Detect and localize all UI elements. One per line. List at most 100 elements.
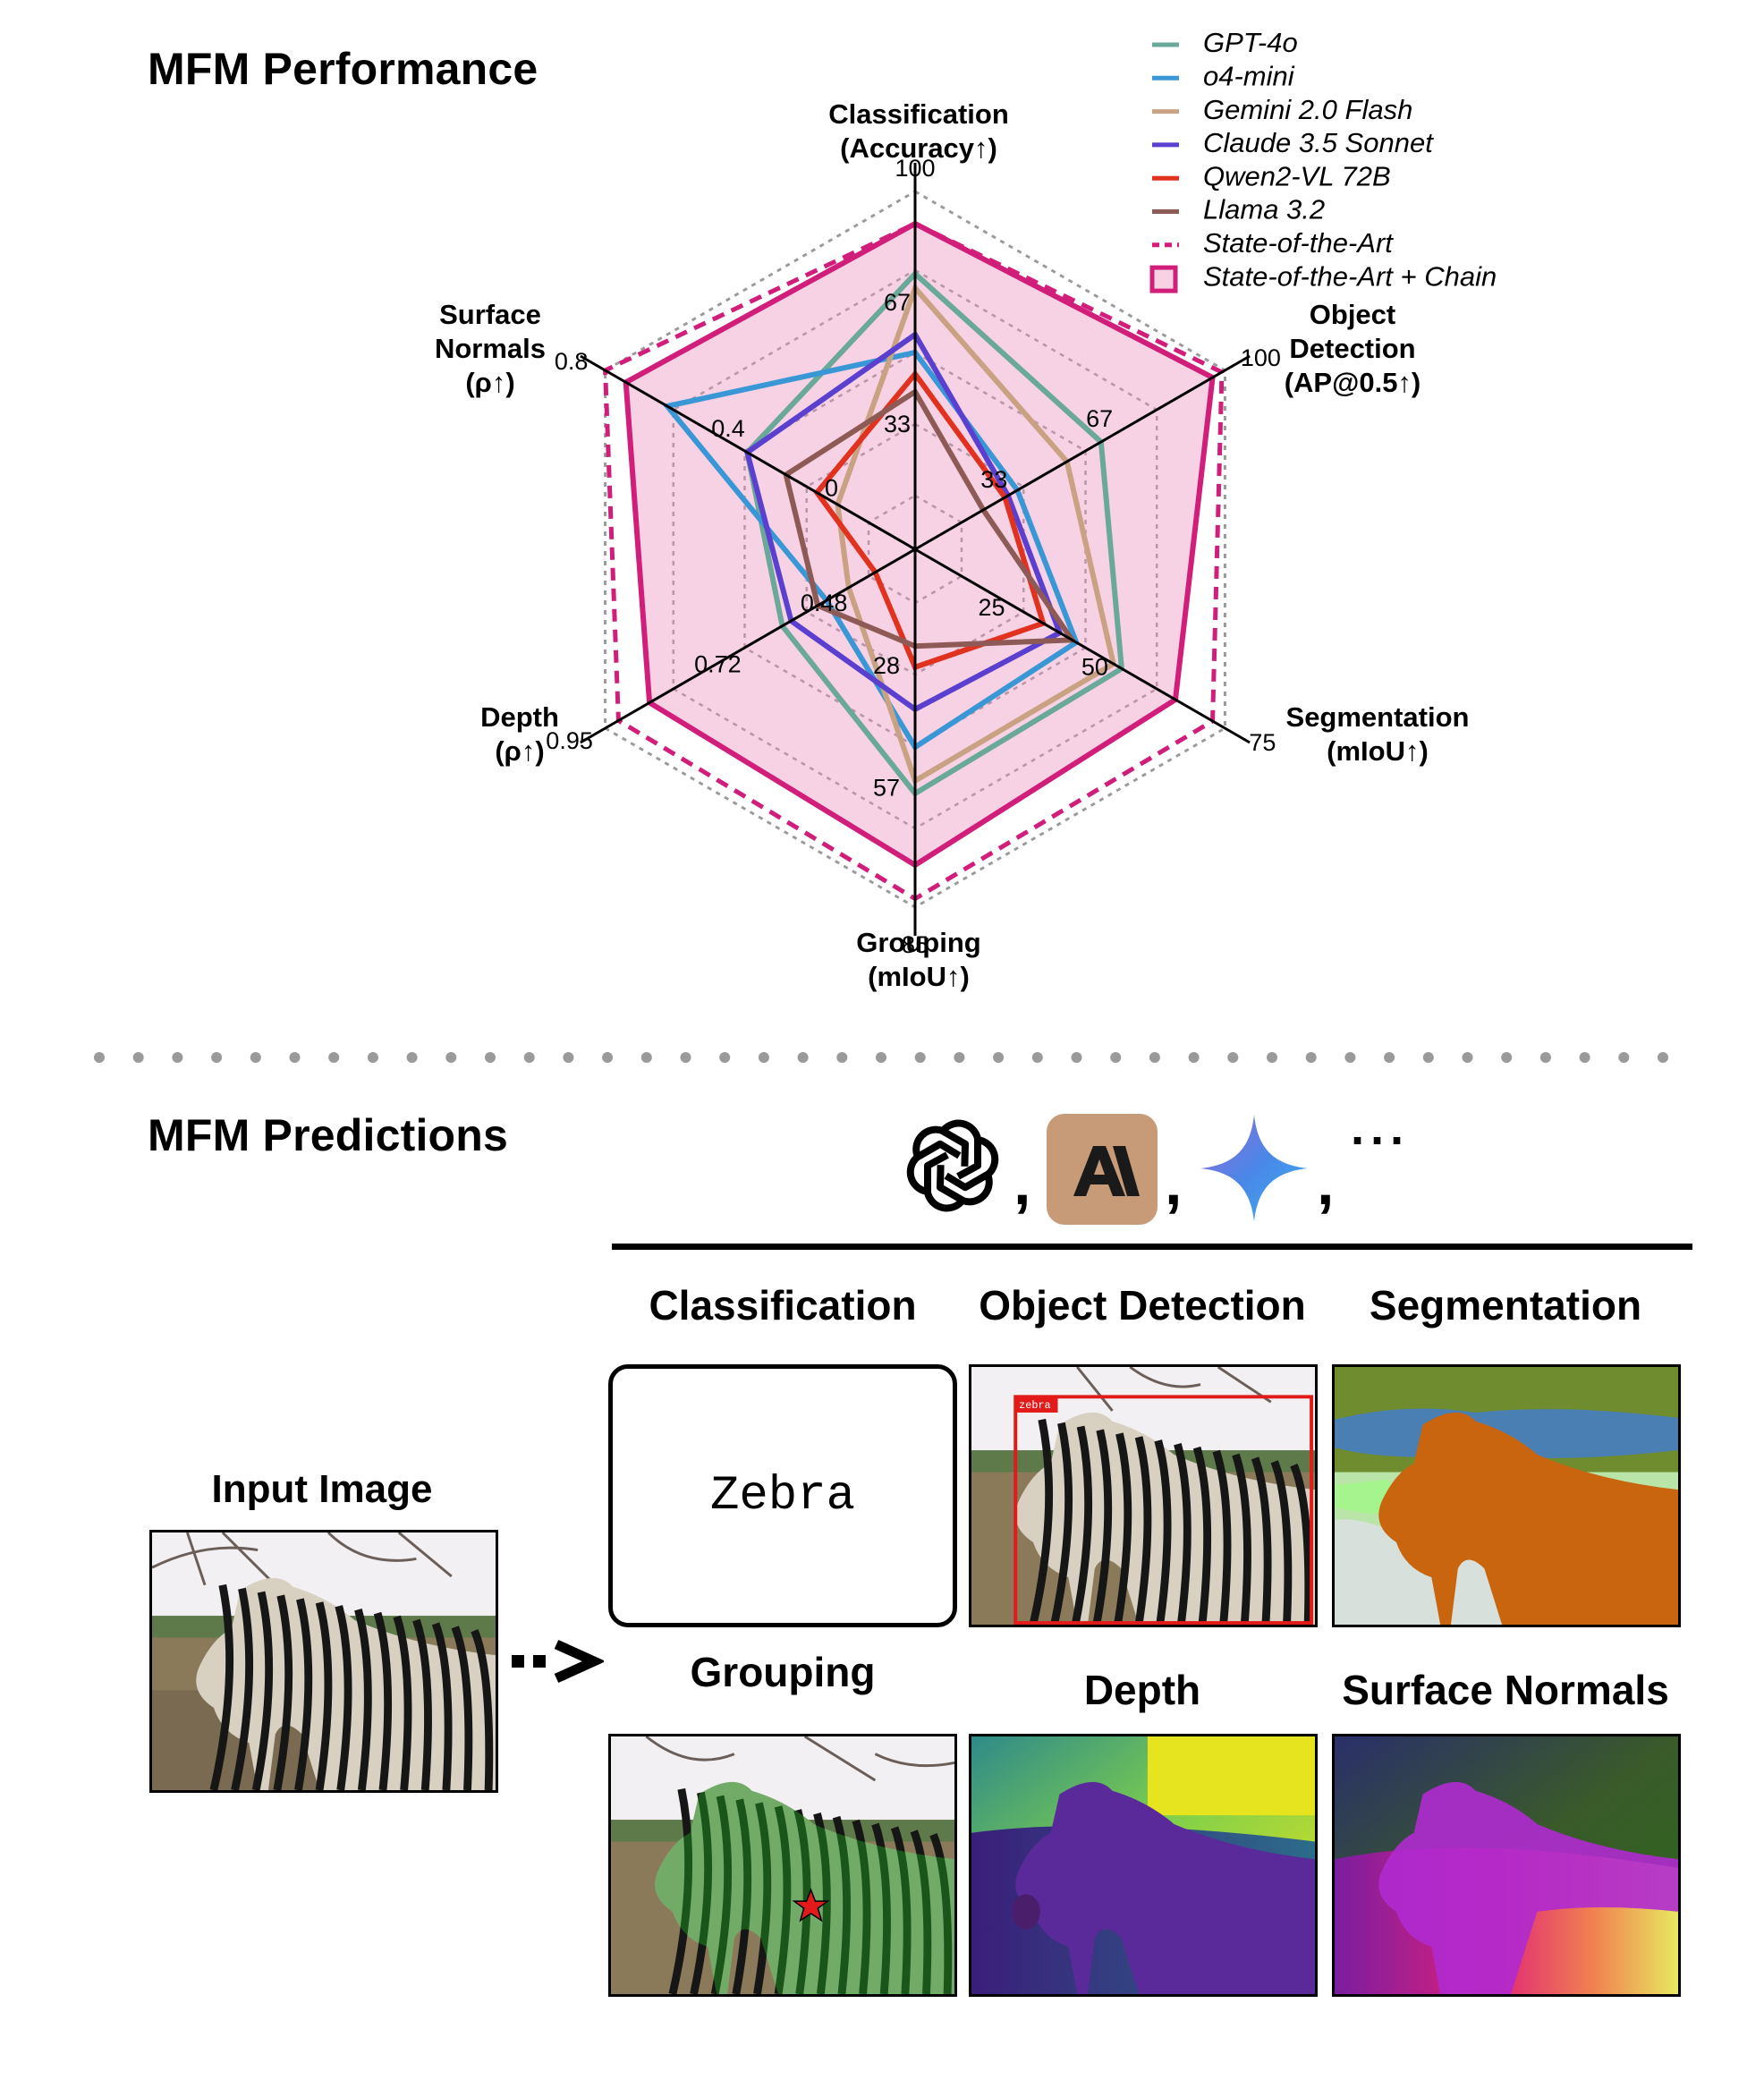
dotted-separator — [94, 1052, 1668, 1063]
depth-panel — [969, 1734, 1318, 1997]
ellipsis: ··· — [1351, 1114, 1410, 1167]
separator-dot — [1384, 1052, 1395, 1063]
separator-dot — [1071, 1052, 1082, 1063]
anthropic-icon — [1047, 1114, 1158, 1225]
separator-comma: , — [1317, 1148, 1335, 1218]
separator-dot — [367, 1052, 378, 1063]
legend-label: Llama 3.2 — [1203, 194, 1325, 225]
separator-dot — [602, 1052, 614, 1063]
depth-title: Depth — [1083, 1667, 1201, 1713]
axis-title-detection: (AP@0.5↑) — [1285, 367, 1421, 398]
openai-icon — [899, 1112, 1006, 1219]
legend-swatch — [1149, 265, 1178, 293]
separator-dot — [1031, 1052, 1043, 1063]
separator-dot — [876, 1052, 886, 1063]
arrow-icon — [510, 1639, 606, 1684]
axis-spoke — [914, 354, 1251, 551]
tick-label: 0.8 — [555, 348, 589, 375]
separator-dot — [211, 1052, 223, 1063]
separator-dot — [523, 1052, 535, 1063]
legend-label: State-of-the-Art + Chain — [1203, 260, 1497, 292]
axis-title-normals: (ρ↑) — [465, 367, 514, 398]
tick-label: 100 — [1241, 344, 1281, 371]
performance-title: MFM Performance — [148, 44, 539, 94]
axis-title-depth: Depth — [480, 701, 559, 733]
separator-dot — [797, 1052, 809, 1063]
axis-title-detection: Detection — [1289, 333, 1415, 364]
detection-box-label: zebra — [1019, 1399, 1050, 1412]
axis-title-detection: Object — [1310, 299, 1395, 330]
axis-spoke — [914, 548, 1251, 744]
detection-panel: zebra — [969, 1364, 1318, 1627]
separator-dot — [954, 1052, 965, 1063]
tick-label: 57 — [873, 774, 900, 801]
separator-dot — [836, 1052, 848, 1063]
axis-title-grouping: Grouping — [856, 927, 980, 958]
separator-comma: , — [1013, 1148, 1031, 1218]
tick-label: 25 — [978, 594, 1005, 621]
separator-dot — [1579, 1052, 1590, 1063]
axis-spoke — [580, 548, 916, 744]
tick-label: 0.72 — [694, 650, 742, 677]
classification-title: Classification — [649, 1282, 917, 1329]
separator-dot — [563, 1052, 574, 1063]
gemini-icon — [1199, 1113, 1310, 1224]
axis-title-normals: Surface — [439, 299, 541, 330]
separator-dot — [640, 1052, 652, 1063]
tick-label: 33 — [980, 466, 1007, 493]
zebra-figure — [196, 1577, 496, 1790]
grouping-panel — [608, 1734, 957, 1997]
legend-label: Claude 3.5 Sonnet — [1203, 127, 1434, 158]
legend-label: GPT-4o — [1203, 27, 1298, 58]
input-image-label: Input Image — [211, 1467, 433, 1511]
segmentation-panel — [1332, 1364, 1681, 1627]
separator-dot — [250, 1052, 261, 1063]
separator-dot — [758, 1052, 769, 1063]
grouping-title: Grouping — [690, 1649, 876, 1695]
tick-label: 0.95 — [546, 727, 593, 754]
separator-dot — [1539, 1052, 1551, 1063]
axis-title-segmentation: (mIoU↑) — [1327, 735, 1429, 767]
separator-dot — [1305, 1052, 1317, 1063]
separator-dot — [1618, 1052, 1630, 1063]
tick-label: 75 — [1249, 729, 1276, 756]
classification-result: Zebra — [709, 1468, 856, 1524]
separator-dot — [1658, 1052, 1668, 1063]
tick-label: 0.4 — [711, 415, 745, 442]
normals-panel — [1332, 1734, 1681, 1997]
separator-comma: , — [1165, 1148, 1183, 1218]
legend-label: o4-mini — [1203, 60, 1295, 91]
separator-dot — [914, 1052, 926, 1063]
detection-title: Object Detection — [979, 1282, 1306, 1329]
tick-label: 100 — [895, 155, 935, 182]
radar-axis-titles: Classification(Accuracy↑)ObjectDetection… — [435, 98, 1470, 992]
input-image — [149, 1530, 498, 1793]
separator-dot — [719, 1052, 731, 1063]
separator-dot — [94, 1052, 105, 1063]
tick-label: 28 — [873, 652, 900, 679]
logos-divider — [612, 1244, 1692, 1250]
radar-ticks: 336710033671002550752857850.480.720.9500… — [546, 155, 1281, 958]
separator-dot — [1188, 1052, 1200, 1063]
separator-dot — [328, 1052, 340, 1063]
separator-dot — [406, 1052, 418, 1063]
separator-dot — [445, 1052, 457, 1063]
tick-label: 85 — [902, 931, 929, 958]
tick-label: 0 — [825, 474, 838, 501]
axis-title-segmentation: Segmentation — [1286, 701, 1470, 733]
predictions-title: MFM Predictions — [148, 1110, 509, 1160]
separator-dot — [172, 1052, 183, 1063]
separator-dot — [1462, 1052, 1473, 1063]
separator-dot — [1267, 1052, 1277, 1063]
separator-dot — [680, 1052, 691, 1063]
axis-spoke — [580, 354, 916, 551]
separator-dot — [1422, 1052, 1434, 1063]
separator-dot — [1344, 1052, 1356, 1063]
tick-label: 67 — [1086, 405, 1113, 432]
tick-label: 50 — [1081, 653, 1108, 680]
separator-dot — [1149, 1052, 1160, 1063]
separator-dot — [1501, 1052, 1513, 1063]
tick-label: 67 — [884, 289, 911, 316]
segmentation-title: Segmentation — [1369, 1282, 1642, 1329]
